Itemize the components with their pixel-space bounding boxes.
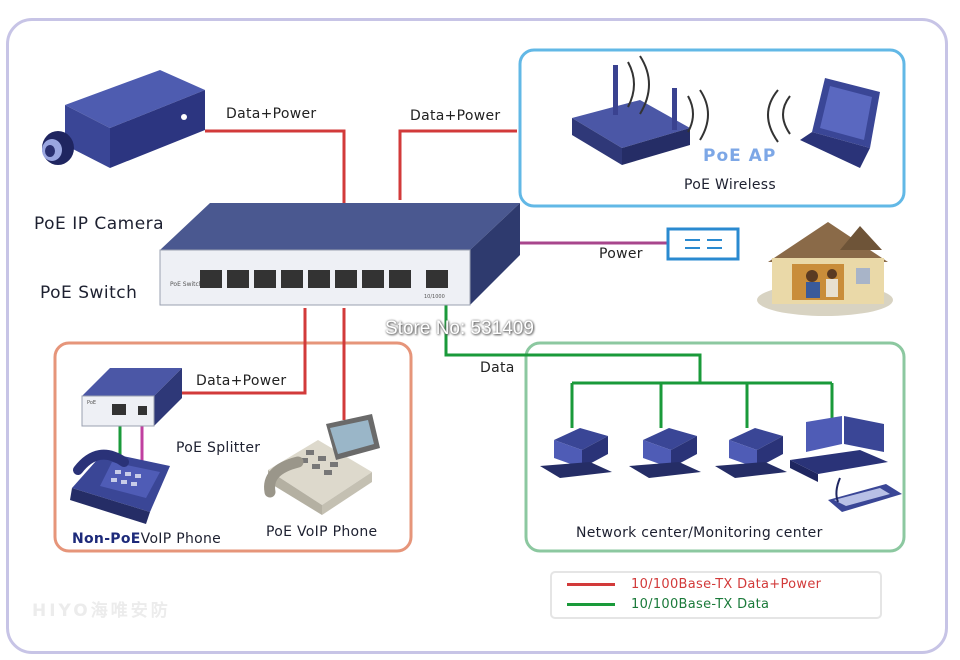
poe-phone-label: PoE VoIP Phone xyxy=(266,524,378,540)
wireless-region-box xyxy=(518,48,906,208)
camera-link-label: Data+Power xyxy=(226,106,317,122)
diagram-frame xyxy=(6,18,948,654)
poe-splitter-icon: PoE xyxy=(81,368,182,427)
ip-phone-icon xyxy=(264,414,380,515)
network-data-line xyxy=(444,300,702,383)
brand-watermark: HIYO海唯安防 xyxy=(32,601,171,621)
desktop-computer-icon-1 xyxy=(540,428,612,478)
legend: 10/100Base-TX Data+Power 10/100Base-TX D… xyxy=(550,571,882,619)
svg-text:PoE Switch: PoE Switch xyxy=(170,281,203,288)
legend-text-data: 10/100Base-TX Data xyxy=(631,597,770,612)
non-poe-suffix: VoIP Phone xyxy=(140,531,222,547)
dc-adapter-icon xyxy=(666,227,740,261)
switch-label: PoE Switch xyxy=(40,283,138,303)
splitter-power-line xyxy=(182,308,307,395)
ap-title: PoE AP xyxy=(703,146,777,166)
ap-power-line xyxy=(398,129,517,200)
non-poe-prefix: Non-PoE xyxy=(72,531,141,547)
desktop-computer-icon-2 xyxy=(629,428,701,478)
ip-camera-icon xyxy=(42,70,205,168)
ap-subtitle: PoE Wireless xyxy=(684,177,776,193)
splitter-label: PoE Splitter xyxy=(176,440,261,456)
ap-link-label: Data+Power xyxy=(410,108,501,124)
store-watermark: Store No: 531409 xyxy=(385,318,534,339)
svg-text:PoE: PoE xyxy=(87,400,96,406)
network-center-label: Network center/Monitoring center xyxy=(576,525,823,541)
splitter-link-label: Data+Power xyxy=(196,373,287,389)
laptop-icon xyxy=(767,78,880,168)
poe-switch-icon: PoE Switch 10/1000 xyxy=(159,203,520,306)
legend-swatch-power xyxy=(567,583,615,586)
legend-item-data: 10/100Base-TX Data xyxy=(567,597,769,612)
svg-text:10/1000: 10/1000 xyxy=(424,294,445,300)
legend-item-power: 10/100Base-TX Data+Power xyxy=(567,577,821,592)
camera-power-line xyxy=(205,129,346,203)
phones-region-box xyxy=(53,341,413,553)
desktop-computer-icon-3 xyxy=(715,428,787,478)
legend-swatch-data xyxy=(567,603,615,606)
camera-label: PoE IP Camera xyxy=(34,214,165,234)
monitoring-console-icon xyxy=(790,416,902,512)
power-link-label: Power xyxy=(599,246,643,262)
non-poe-phone-label: Non-PoEVoIP Phone xyxy=(72,531,221,547)
legend-text-power: 10/100Base-TX Data+Power xyxy=(631,577,822,592)
data-link-label: Data xyxy=(480,360,515,376)
network-region-box xyxy=(524,341,906,553)
wireless-router-icon xyxy=(572,55,709,165)
house-icon xyxy=(757,222,893,316)
desk-phone-icon xyxy=(70,449,170,524)
